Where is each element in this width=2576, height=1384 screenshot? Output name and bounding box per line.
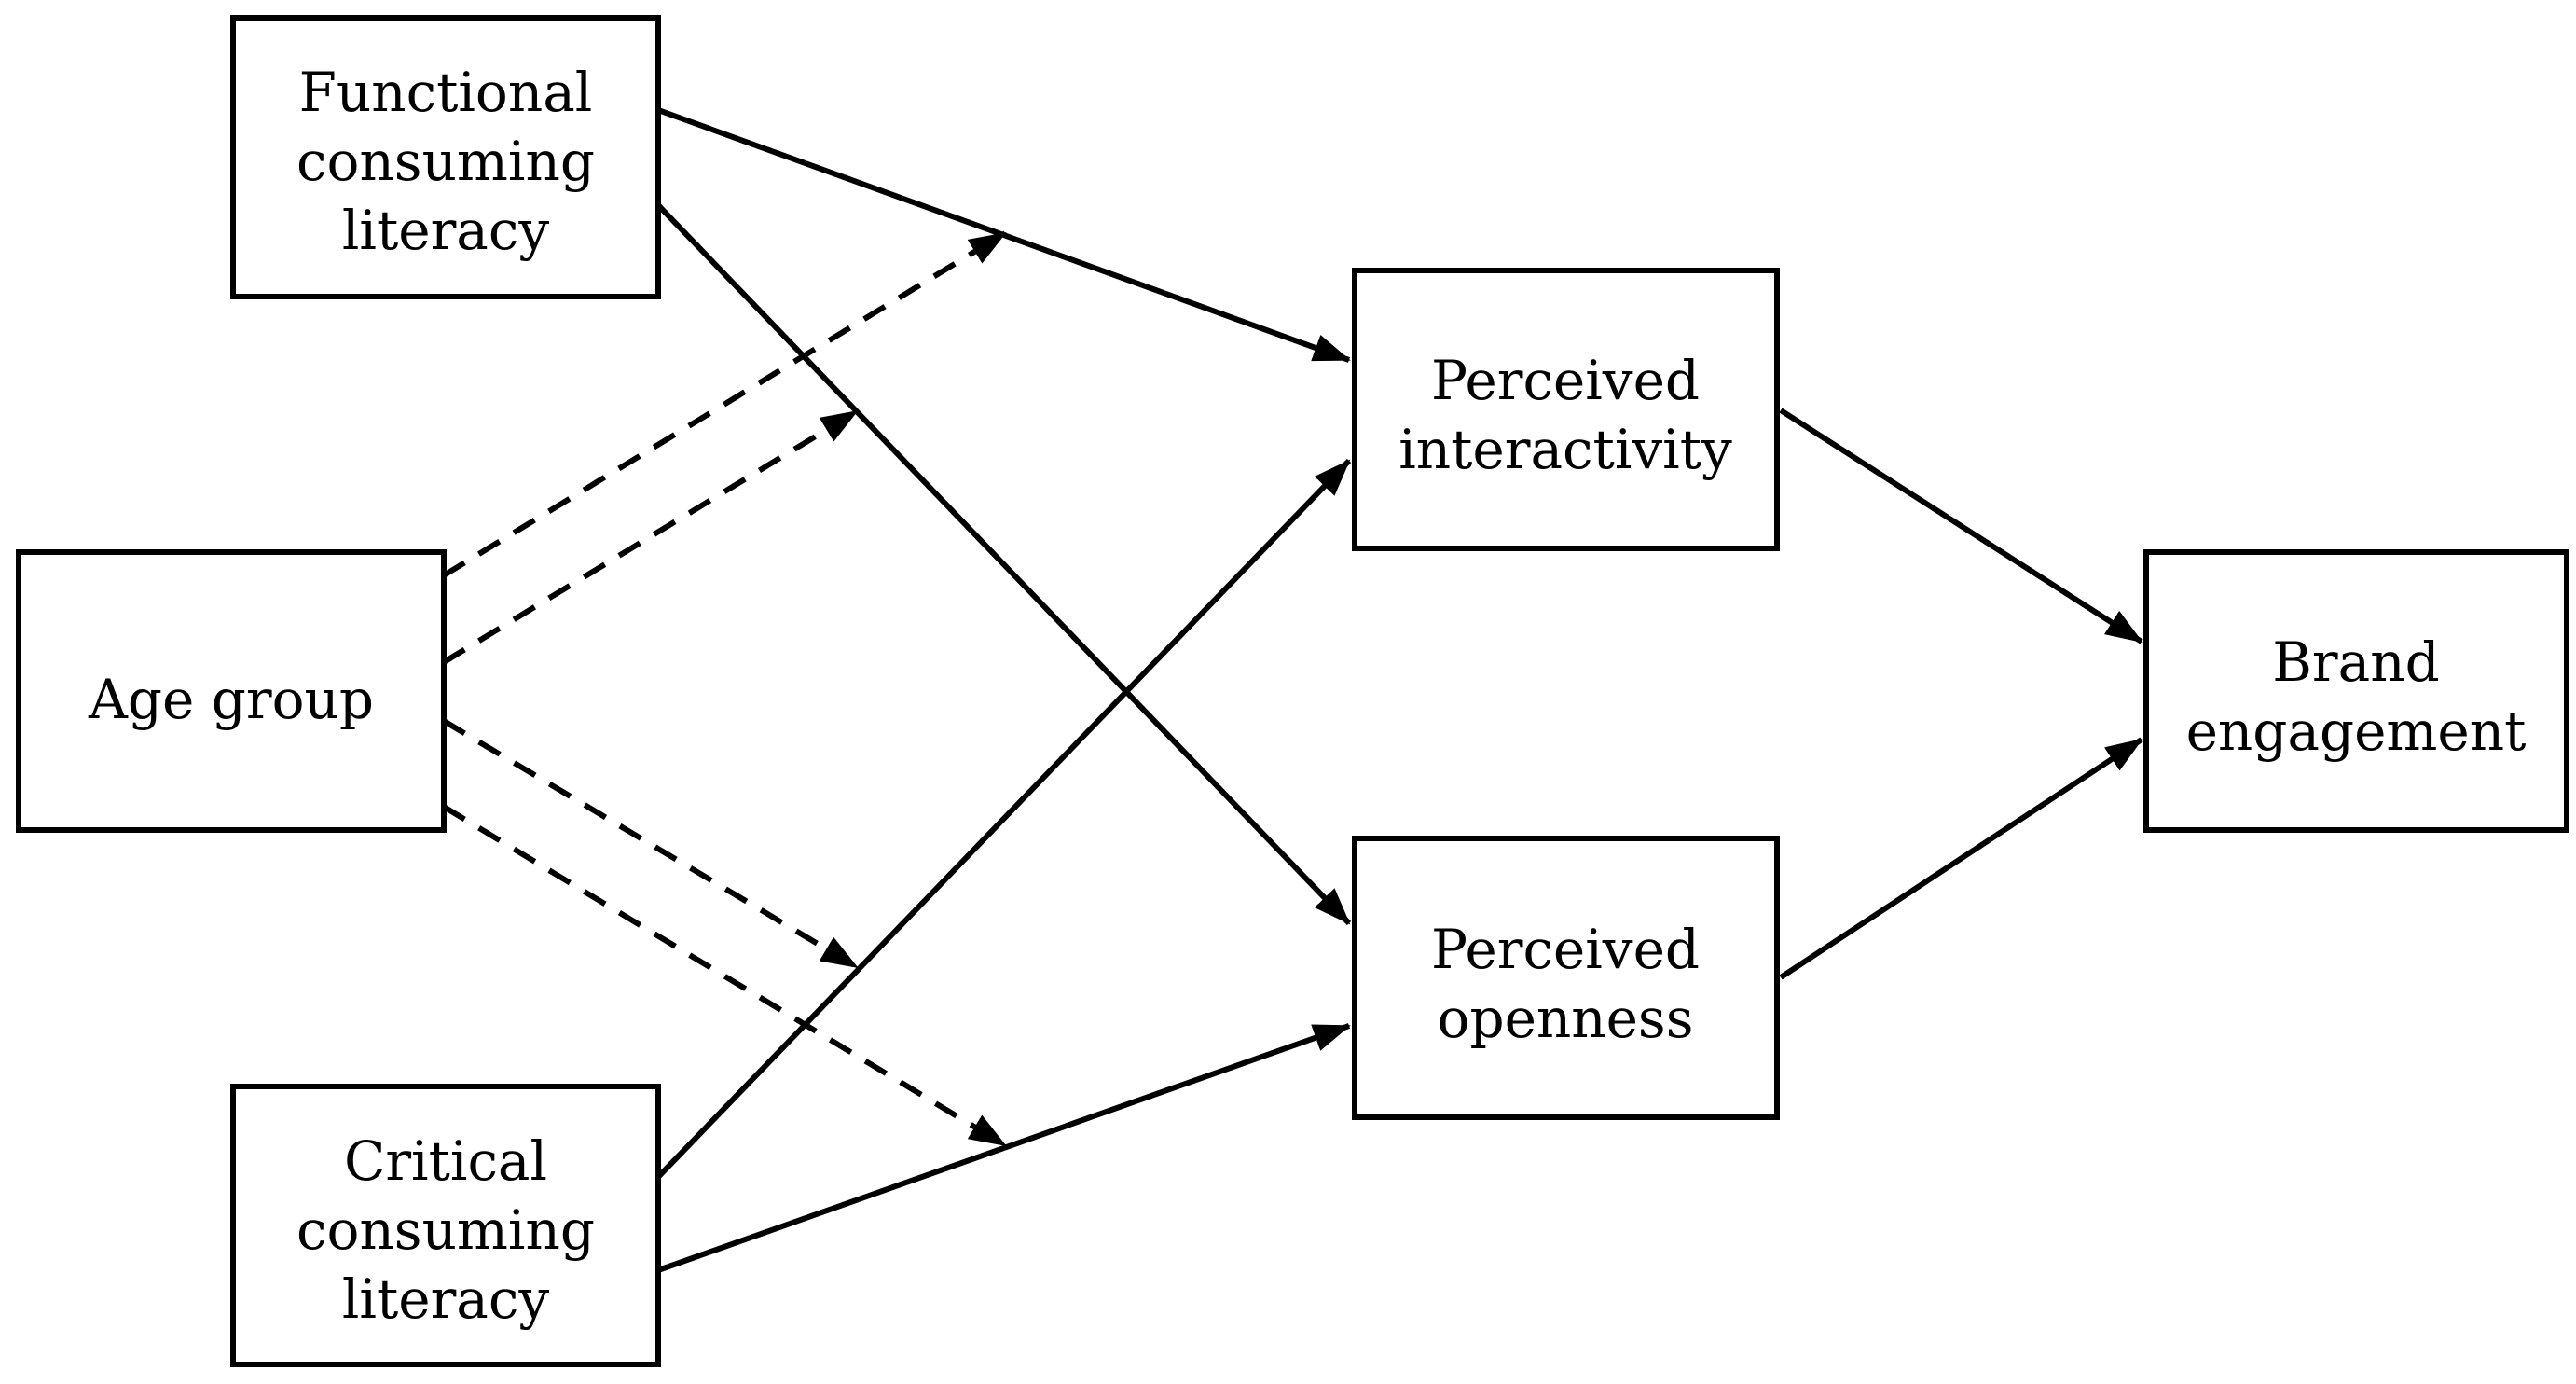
arrow-functional-to-interactivity bbox=[656, 107, 1351, 363]
moderation-arrow-critical-interactivity bbox=[442, 718, 859, 970]
node-label-line: openness bbox=[1438, 987, 1694, 1050]
node-critical-consuming-literacy: Critical consuming literacy bbox=[230, 1084, 661, 1367]
node-perceived-interactivity: Perceived interactivity bbox=[1352, 268, 1780, 551]
node-label-line: literacy bbox=[342, 1267, 550, 1331]
arrow-interactivity-to-brand bbox=[1779, 408, 2143, 644]
node-age-group: Age group bbox=[16, 549, 447, 833]
edges bbox=[442, 107, 2143, 1273]
node-label-line: literacy bbox=[342, 199, 550, 262]
moderation-arrow-functional-interactivity bbox=[442, 230, 1007, 578]
node-label-line: Perceived bbox=[1431, 918, 1700, 981]
arrow-openness-to-brand bbox=[1779, 737, 2143, 980]
node-label-line: engagement bbox=[2186, 699, 2527, 763]
node-label-line: interactivity bbox=[1398, 418, 1732, 481]
node-label-line: Critical bbox=[344, 1129, 547, 1193]
arrow-functional-to-openness bbox=[655, 202, 1352, 926]
node-label-line: Brand bbox=[2272, 630, 2439, 694]
arrow-critical-to-openness bbox=[656, 1023, 1351, 1273]
node-label-line: Age group bbox=[88, 668, 374, 731]
node-label-line: Perceived bbox=[1431, 349, 1700, 412]
moderation-arrow-critical-openness bbox=[442, 804, 1007, 1148]
node-label-line: Functional bbox=[299, 61, 593, 124]
moderation-arrow-functional-openness bbox=[442, 408, 859, 665]
arrow-critical-to-interactivity bbox=[655, 458, 1352, 1180]
node-label-line: consuming bbox=[296, 1198, 595, 1262]
node-functional-consuming-literacy: Functional consuming literacy bbox=[230, 15, 661, 299]
node-label-line: consuming bbox=[296, 130, 595, 193]
node-brand-engagement: Brand engagement bbox=[2143, 549, 2569, 833]
node-perceived-openness: Perceived openness bbox=[1352, 836, 1780, 1120]
